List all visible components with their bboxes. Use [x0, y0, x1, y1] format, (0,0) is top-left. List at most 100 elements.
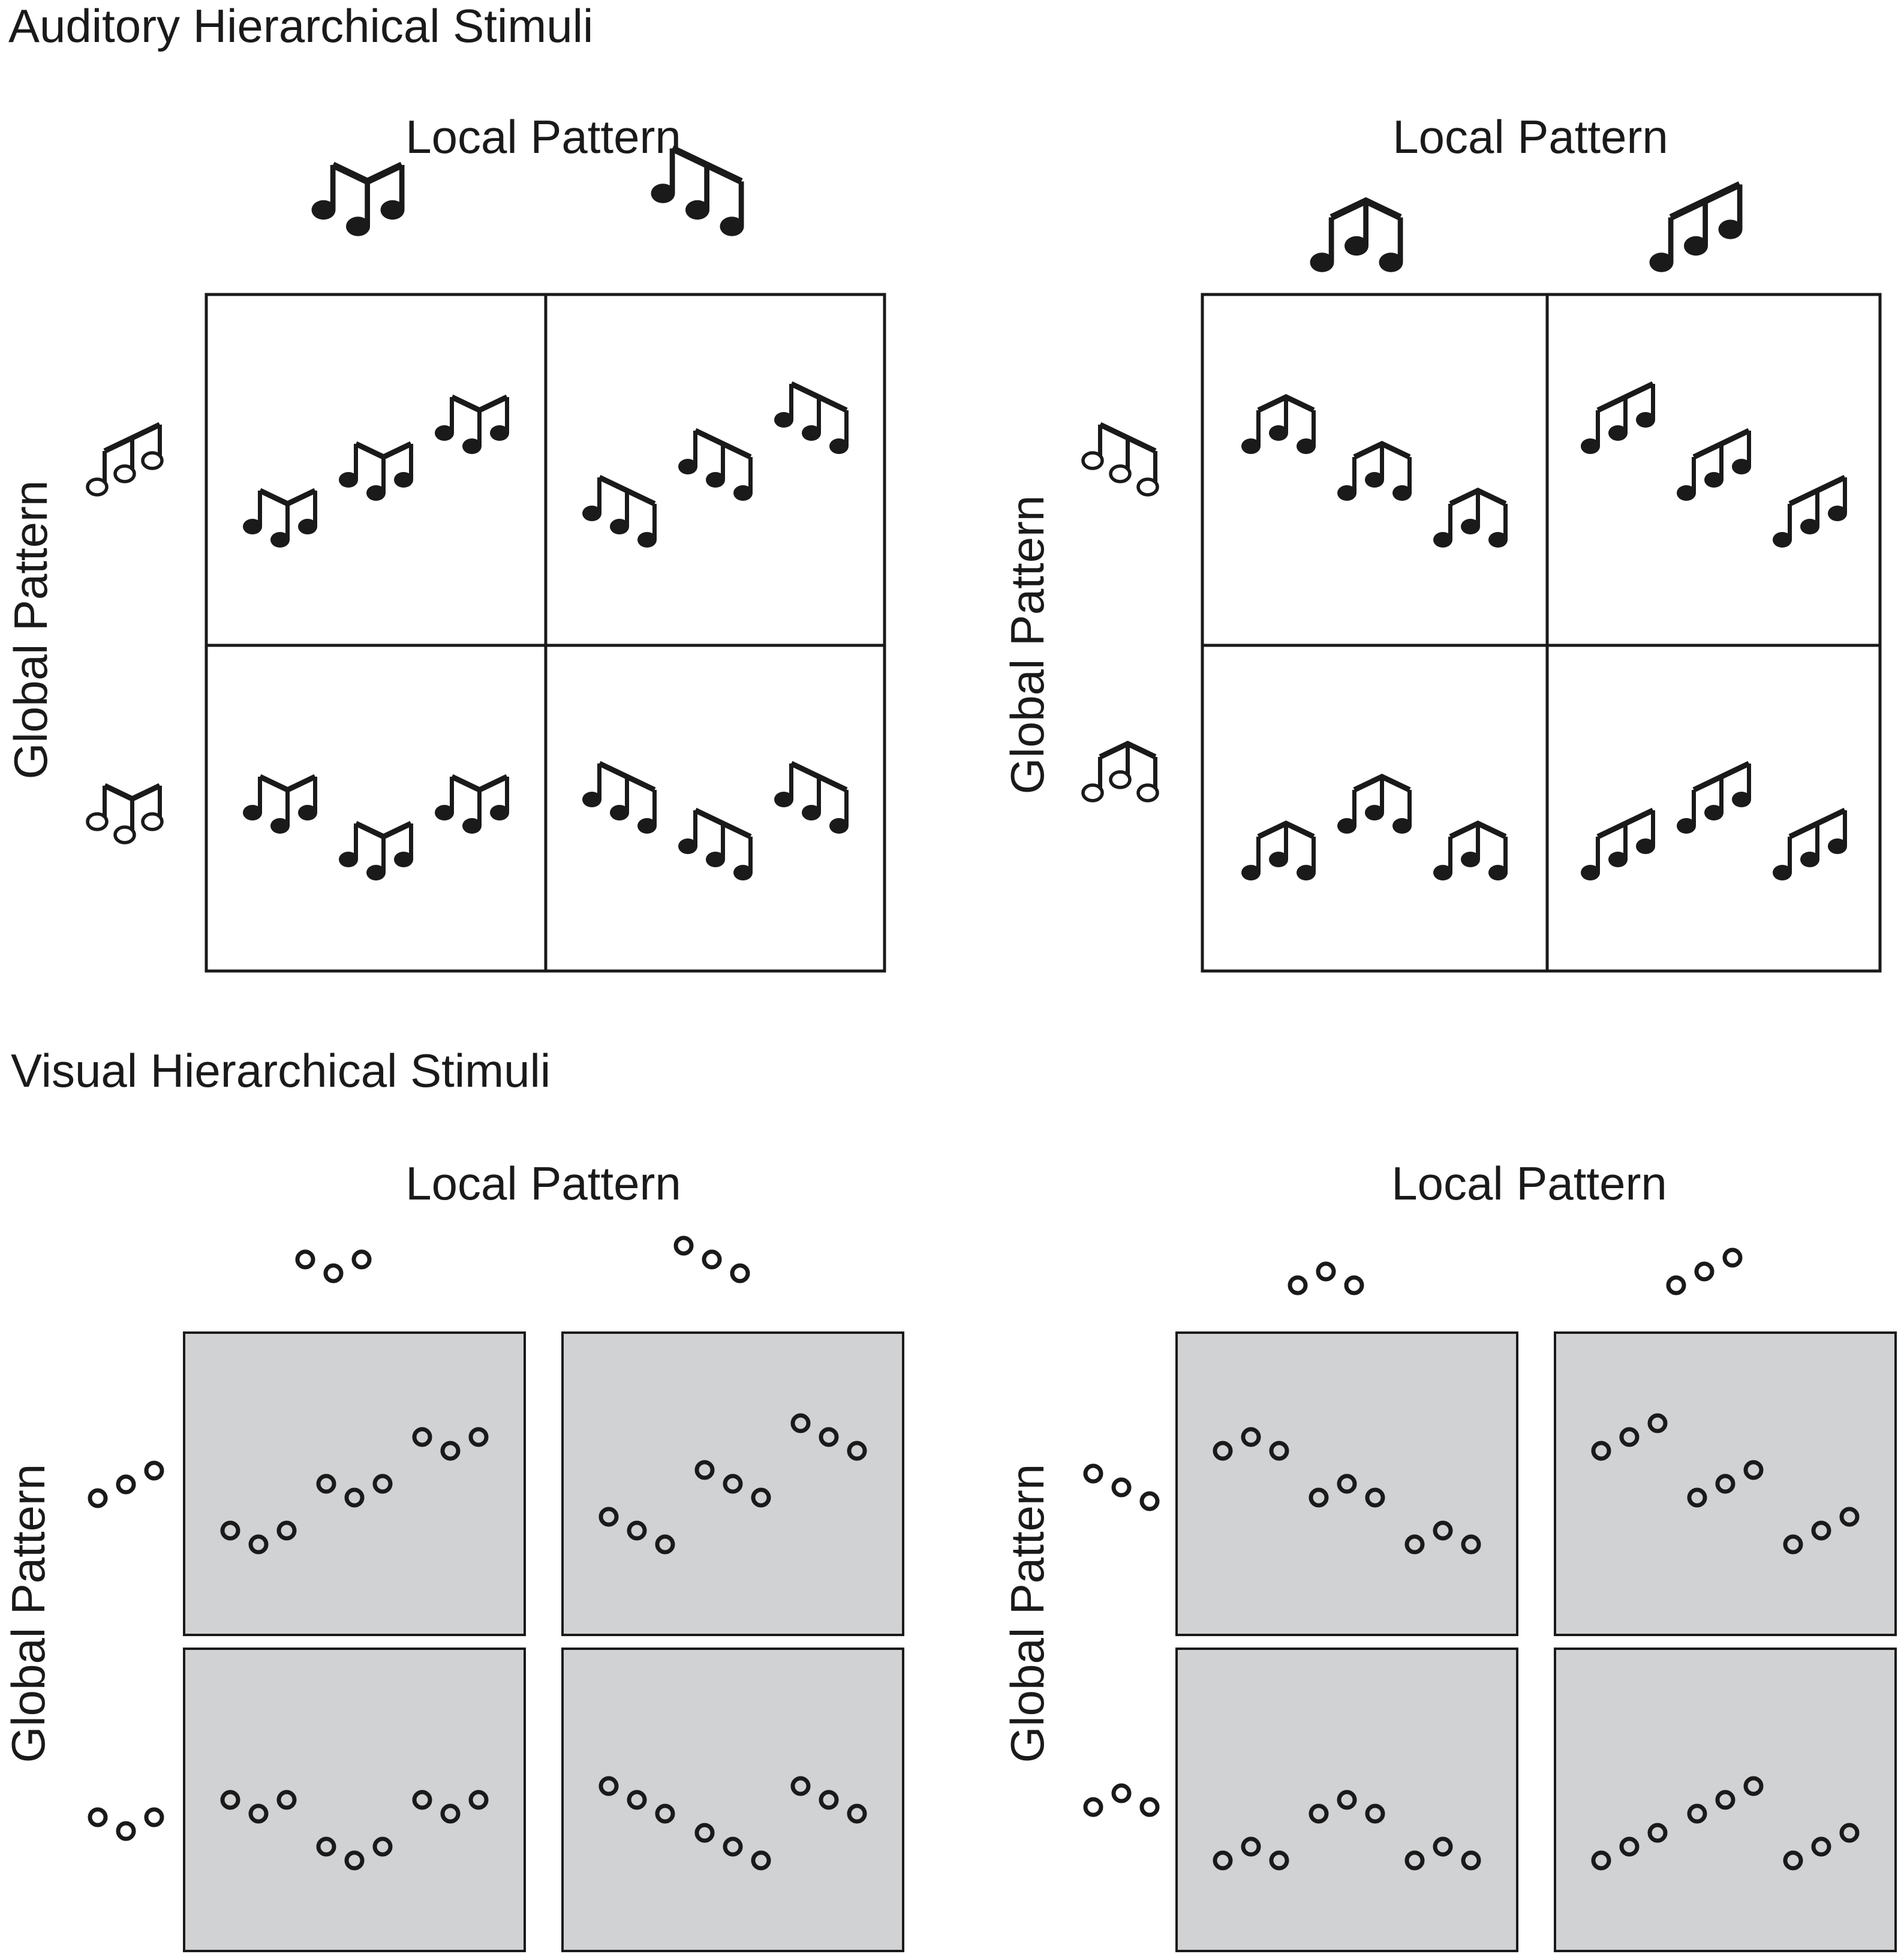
circle-element [1687, 1487, 1707, 1508]
local-pattern-circle-icon [1666, 1247, 1743, 1295]
note-head [1461, 852, 1480, 867]
note-head [1081, 783, 1104, 802]
note-head [1581, 865, 1600, 880]
note-head [802, 425, 821, 441]
note-head [685, 200, 709, 220]
local-circle-triplet-icon [316, 1474, 393, 1508]
circle-element [1839, 1507, 1860, 1527]
local-circle-triplet-icon [1309, 1474, 1385, 1508]
circle-element [1811, 1520, 1831, 1541]
note-head [1269, 425, 1288, 441]
circle-element [1139, 1797, 1160, 1817]
circle-element [655, 1534, 675, 1555]
local-note-triplet-icon [678, 807, 753, 880]
circle-element [1647, 1413, 1668, 1433]
note-head [462, 438, 482, 454]
note-head [270, 532, 290, 548]
note-head [311, 200, 336, 220]
auditory-panel-1-local-label: Local Pattern [405, 110, 681, 163]
note-head [637, 532, 657, 548]
local-note-triplet-icon [1773, 807, 1847, 880]
local-circle-triplet-icon [694, 1460, 771, 1508]
circle-element [1461, 1534, 1481, 1555]
local-pattern-circle-icon [1288, 1261, 1364, 1295]
auditory-section-title: Auditory Hierarchical Stimuli [8, 0, 593, 52]
note-head [733, 485, 753, 501]
note-head [582, 792, 601, 807]
circle-element [1337, 1790, 1357, 1810]
local-note-triplet-icon [1337, 440, 1412, 501]
circle-element [295, 1249, 315, 1270]
local-note-triplet-icon [435, 394, 509, 454]
note-head [1677, 485, 1696, 501]
local-note-triplet-icon [1433, 820, 1508, 880]
note-head [1109, 770, 1132, 789]
note-head [270, 818, 290, 834]
note-head [829, 818, 849, 834]
visual-section-title: Visual Hierarchical Stimuli [11, 1044, 551, 1097]
note-head [1488, 532, 1508, 548]
circle-element [1269, 1441, 1289, 1461]
circle-element [1213, 1850, 1233, 1871]
local-note-triplet-icon [678, 428, 753, 501]
local-note-triplet-icon [243, 488, 317, 548]
visual-panel-1-boxes [183, 1331, 904, 1952]
note-head [346, 217, 370, 236]
local-circle-triplet-icon [694, 1823, 771, 1871]
note-head [774, 412, 793, 428]
note-head [1581, 438, 1600, 454]
circle-element [344, 1850, 365, 1871]
local-circle-triplet-icon [1783, 1823, 1860, 1871]
note-head [1136, 783, 1159, 802]
circle-element [1619, 1836, 1640, 1857]
note-head [1241, 865, 1261, 880]
local-circle-triplet-icon [1783, 1507, 1860, 1555]
note-head [1773, 865, 1792, 880]
circle-element [1404, 1850, 1425, 1871]
local-note-triplet-icon [1677, 428, 1751, 501]
note-head [1773, 532, 1792, 548]
circle-element [316, 1474, 336, 1494]
note-head [113, 825, 136, 844]
local-note-triplet-icon [1773, 474, 1847, 548]
note-head [1800, 852, 1819, 867]
note-head [651, 184, 675, 203]
auditory-panel-2-local-label: Local Pattern [1392, 110, 1668, 163]
circle-element [751, 1850, 771, 1871]
circle-element [694, 1823, 715, 1843]
note-head [1461, 519, 1480, 534]
global-pattern-note-icon [1081, 422, 1159, 497]
global-pattern-note-icon [86, 783, 164, 844]
circle-element [1241, 1836, 1261, 1857]
local-circle-triplet-icon [220, 1520, 297, 1555]
note-head [435, 425, 454, 441]
circle-element [1839, 1823, 1860, 1843]
circle-element [673, 1235, 694, 1256]
note-head [1636, 412, 1655, 428]
note-head [394, 852, 413, 867]
circle-element [723, 1474, 743, 1494]
auditory-panel-2-grid [1201, 293, 1882, 973]
note-head [1732, 792, 1751, 807]
circle-element [1316, 1261, 1336, 1282]
local-note-triplet-icon [243, 774, 317, 834]
note-head [1608, 852, 1628, 867]
local-circle-triplet-icon [1213, 1427, 1289, 1461]
circle-element [1687, 1803, 1707, 1824]
visual-panel-2-global-label: Global Pattern [1001, 1464, 1054, 1763]
circle-element [440, 1441, 461, 1461]
note-head [1608, 425, 1628, 441]
local-note-triplet-icon [582, 760, 657, 834]
note-head [366, 865, 386, 880]
circle-element [655, 1803, 675, 1824]
circle-element [88, 1488, 108, 1508]
circle-element [1715, 1790, 1735, 1810]
note-head [1828, 838, 1847, 854]
circle-element [1139, 1491, 1160, 1511]
circle-element [847, 1803, 867, 1824]
circle-element [372, 1474, 393, 1494]
note-head [1241, 438, 1261, 454]
circle-element [116, 1821, 136, 1841]
global-pattern-note-icon [1081, 740, 1159, 802]
